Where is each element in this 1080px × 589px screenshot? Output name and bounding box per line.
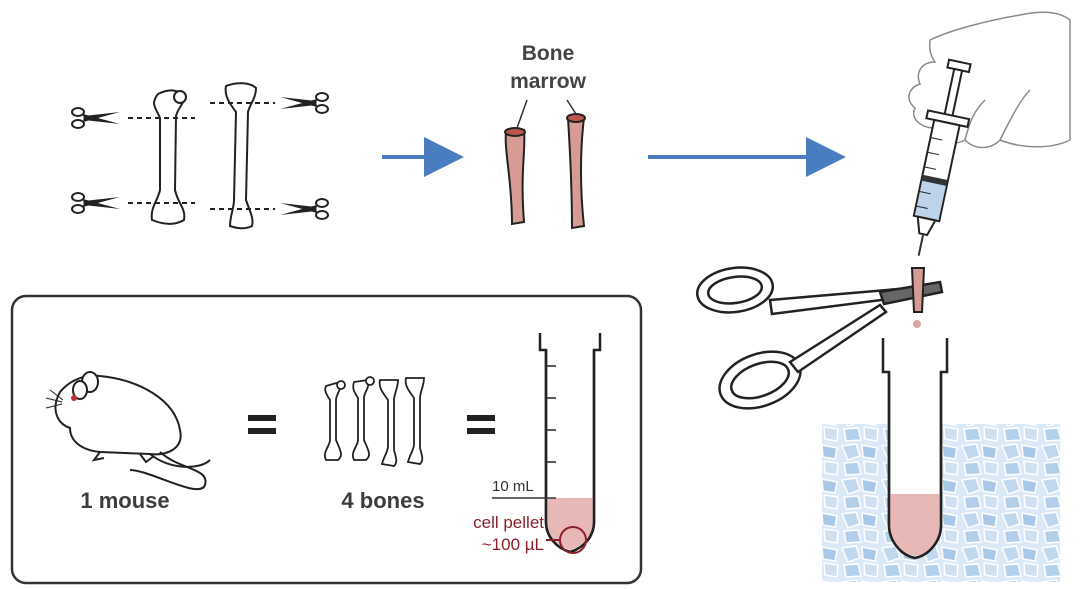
cell-pellet-volume: ~100 µL	[481, 535, 544, 554]
mouse-icon	[45, 371, 211, 491]
scissors-icon	[71, 192, 120, 214]
tibia-bone	[224, 82, 258, 230]
mouse-eye	[71, 395, 77, 401]
cut-bones-marrow	[504, 99, 586, 230]
volume-mark-label: 10 mL	[492, 478, 534, 495]
bone-marrow-label-line2: marrow	[510, 70, 586, 93]
scissors-icon	[280, 198, 329, 220]
syringe-icon	[912, 58, 972, 256]
scissors-icon	[71, 107, 120, 129]
mouse-count-label: 1 mouse	[80, 488, 170, 513]
collection-tube-on-ice	[881, 338, 949, 560]
equals-sign	[248, 415, 276, 434]
marrow-pointer	[516, 99, 528, 129]
marrow-pointer	[566, 99, 577, 115]
cell-pellet-label: cell pellet	[473, 513, 544, 532]
summary-panel	[10, 294, 643, 585]
graduated-tube	[492, 333, 602, 554]
scissors-icon	[280, 92, 329, 114]
bone-cutting-step	[71, 82, 329, 230]
femur-head	[173, 90, 187, 104]
bones-count-label: 4 bones	[341, 488, 425, 513]
forceps-icon	[695, 266, 944, 410]
equals-sign	[467, 415, 495, 434]
bone-marrow-label: Bone marrow	[488, 40, 608, 96]
bone-marrow-label-line1: Bone	[521, 42, 575, 65]
four-bones-icon	[324, 376, 425, 467]
